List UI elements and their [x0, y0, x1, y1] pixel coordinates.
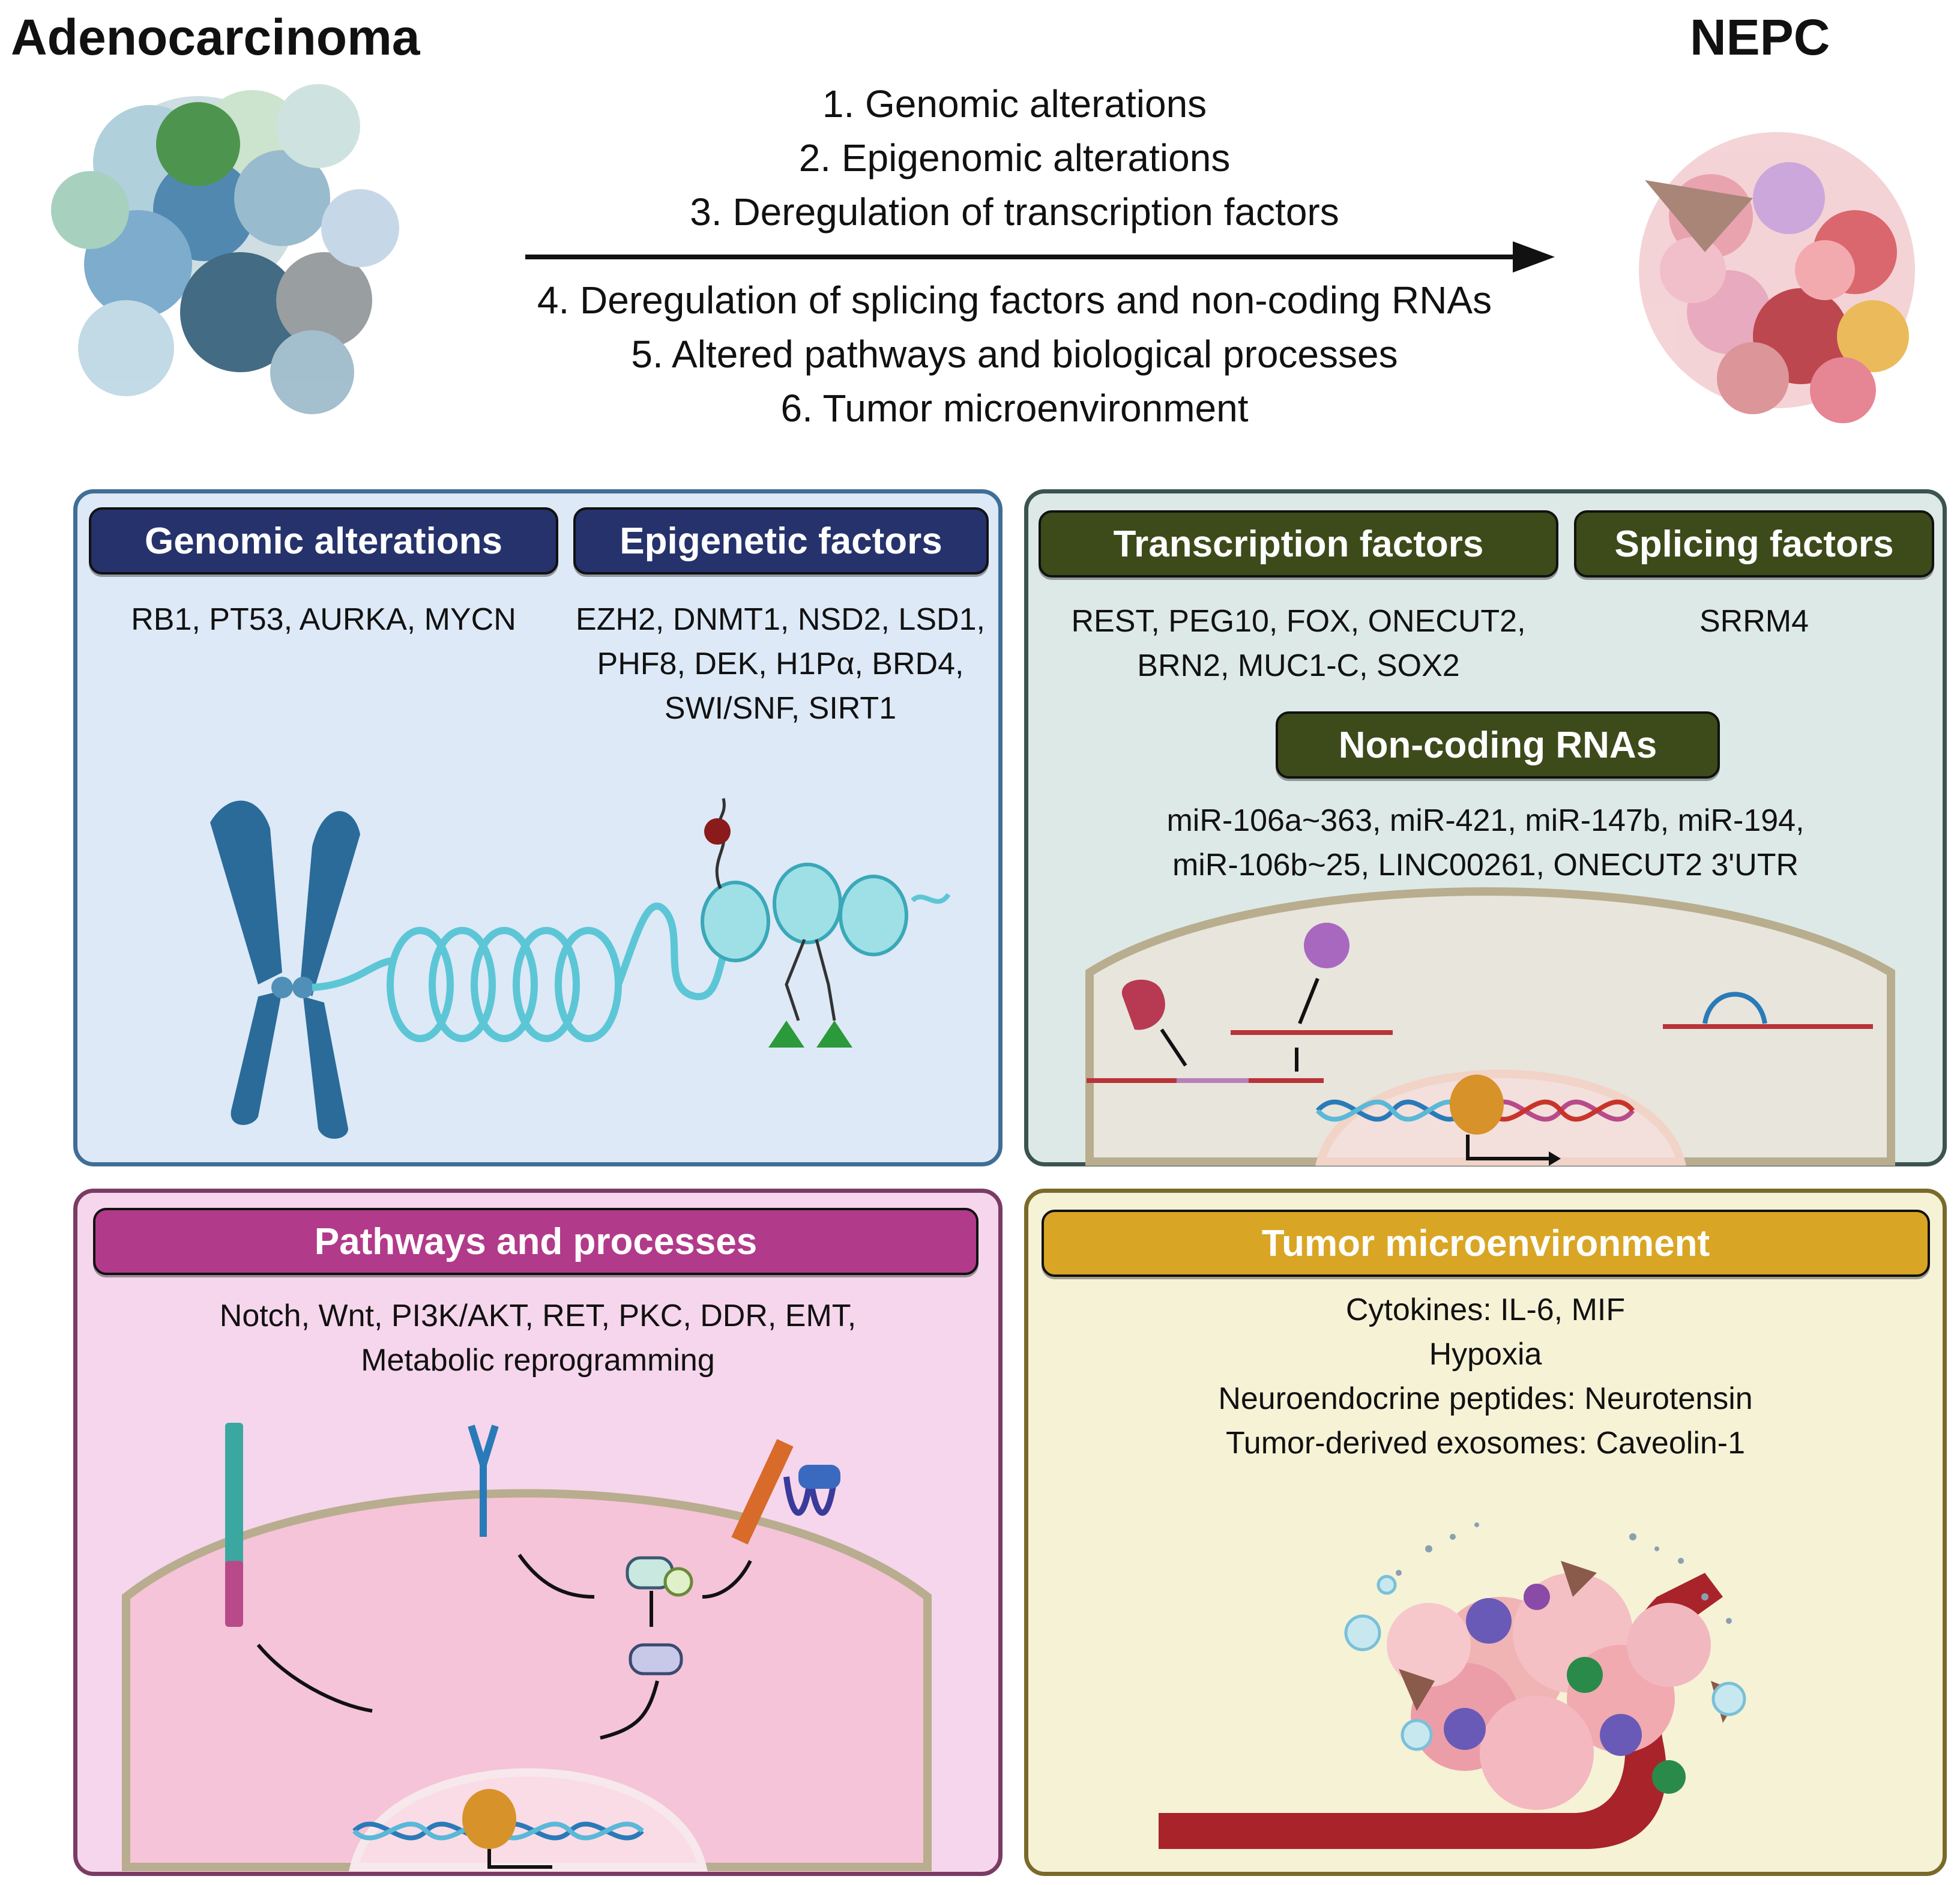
steps-top: 1. Genomic alterations 2. Epigenomic alt… [420, 77, 1609, 239]
step-6: 6. Tumor microenvironment [780, 387, 1249, 430]
step-1: 1. Genomic alterations [822, 82, 1207, 125]
pathways-list: Notch, Wnt, PI3K/AKT, RET, PKC, DDR, EMT… [219, 1298, 857, 1378]
tumor-microenvironment-header: Tumor microenvironment [1042, 1210, 1930, 1277]
step-4: 4. Deregulation of splicing factors and … [537, 279, 1492, 322]
tme-list: Cytokines: IL-6, MIF Hypoxia Neuroendocr… [1218, 1292, 1753, 1461]
splicing-factors-list: SRRM4 [1699, 604, 1809, 639]
nepc-tumor-icon [1639, 132, 1915, 423]
non-coding-rnas-header: Non-coding RNAs [1276, 711, 1720, 779]
step-5: 5. Altered pathways and biological proce… [631, 333, 1398, 376]
steps-bottom: 4. Deregulation of splicing factors and … [420, 273, 1609, 435]
epigenetic-factors-header: Epigenetic factors [573, 507, 989, 575]
genomic-alterations-list: RB1, PT53, AURKA, MYCN [131, 602, 516, 637]
non-coding-rnas-list: miR-106a~363, miR-421, miR-147b, miR-194… [1166, 803, 1805, 882]
epigenetic-factors-list: EZH2, DNMT1, NSD2, LSD1, PHF8, DEK, H1Pα… [576, 602, 985, 726]
adenocarcinoma-tumor-icon [51, 84, 399, 414]
step-3: 3. Deregulation of transcription factors [690, 190, 1339, 234]
pathways-processes-header: Pathways and processes [93, 1208, 978, 1275]
transcription-factors-header: Transcription factors [1039, 510, 1558, 578]
adenocarcinoma-title: Adenocarcinoma [11, 9, 420, 65]
transcription-factors-list: REST, PEG10, FOX, ONECUT2, BRN2, MUC1-C,… [1071, 604, 1526, 683]
progression-arrowhead-icon [1513, 241, 1555, 273]
genomic-alterations-header: Genomic alterations [89, 507, 558, 575]
step-2: 2. Epigenomic alterations [798, 136, 1231, 179]
splicing-factors-header: Splicing factors [1574, 510, 1934, 578]
pathways-panel [73, 1189, 1003, 1876]
genomic-panel [73, 489, 1003, 1166]
nepc-title: NEPC [1690, 9, 1830, 65]
